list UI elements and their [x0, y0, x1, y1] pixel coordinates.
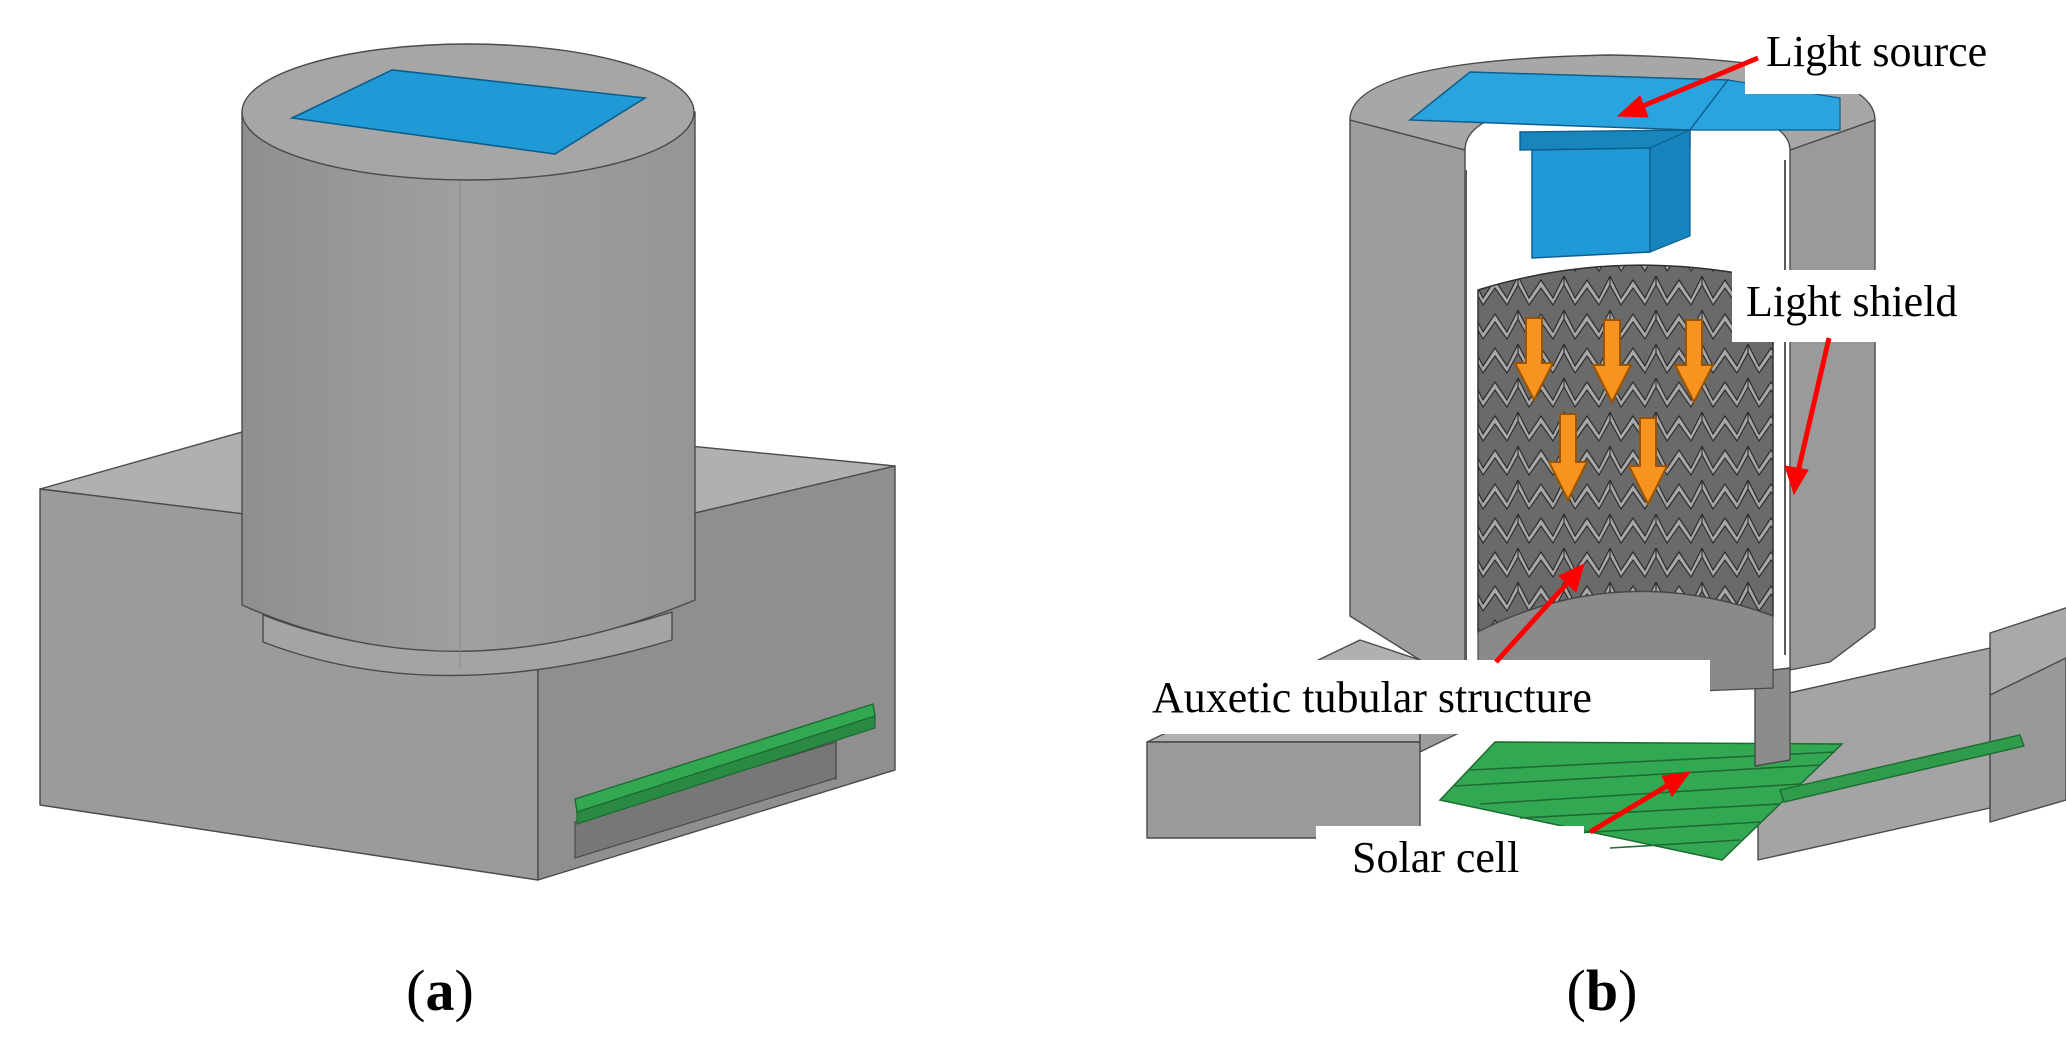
base-b-front-left — [1146, 741, 1421, 839]
panel-b-model — [1146, 54, 2066, 861]
label-bg-light-shield — [1732, 270, 2054, 342]
label-auxetic: Auxetic tubular structure — [1152, 673, 1592, 722]
flow-arrows — [1513, 317, 1715, 507]
flow-arrow — [1627, 417, 1669, 507]
light-source-b-column — [1531, 147, 1651, 259]
label-light-source: Light source — [1766, 27, 1987, 76]
panel-label-b: (b) — [1567, 958, 1638, 1023]
flow-arrow — [1673, 319, 1715, 405]
label-light-shield: Light shield — [1746, 277, 1957, 326]
label-bg-light-source — [1745, 18, 2057, 94]
panel-a-model — [39, 43, 896, 881]
light-source-a — [289, 69, 648, 155]
label-bg-auxetic — [1138, 660, 1710, 734]
arrowhead-light-shield — [1784, 465, 1809, 496]
housing-right-wall — [1789, 119, 1876, 671]
label-solar-cell: Solar cell — [1352, 833, 1519, 882]
solar-strip-b — [1779, 734, 2025, 803]
cylinder-body — [241, 111, 696, 652]
flow-arrow — [1547, 413, 1589, 503]
auxetic-tube — [1477, 264, 1774, 634]
flow-arrow — [1513, 317, 1555, 403]
panel-label-a: (a) — [406, 958, 474, 1023]
arrowhead-light-source — [1616, 95, 1649, 118]
solar-cell-lines — [1454, 751, 1836, 849]
arrowhead-auxetic — [1558, 563, 1585, 593]
label-bg-solar-cell — [1316, 826, 1584, 898]
arrowhead-solar-cell — [1661, 771, 1692, 797]
callout-arrows — [1494, 55, 1832, 835]
flow-arrow — [1591, 319, 1633, 405]
